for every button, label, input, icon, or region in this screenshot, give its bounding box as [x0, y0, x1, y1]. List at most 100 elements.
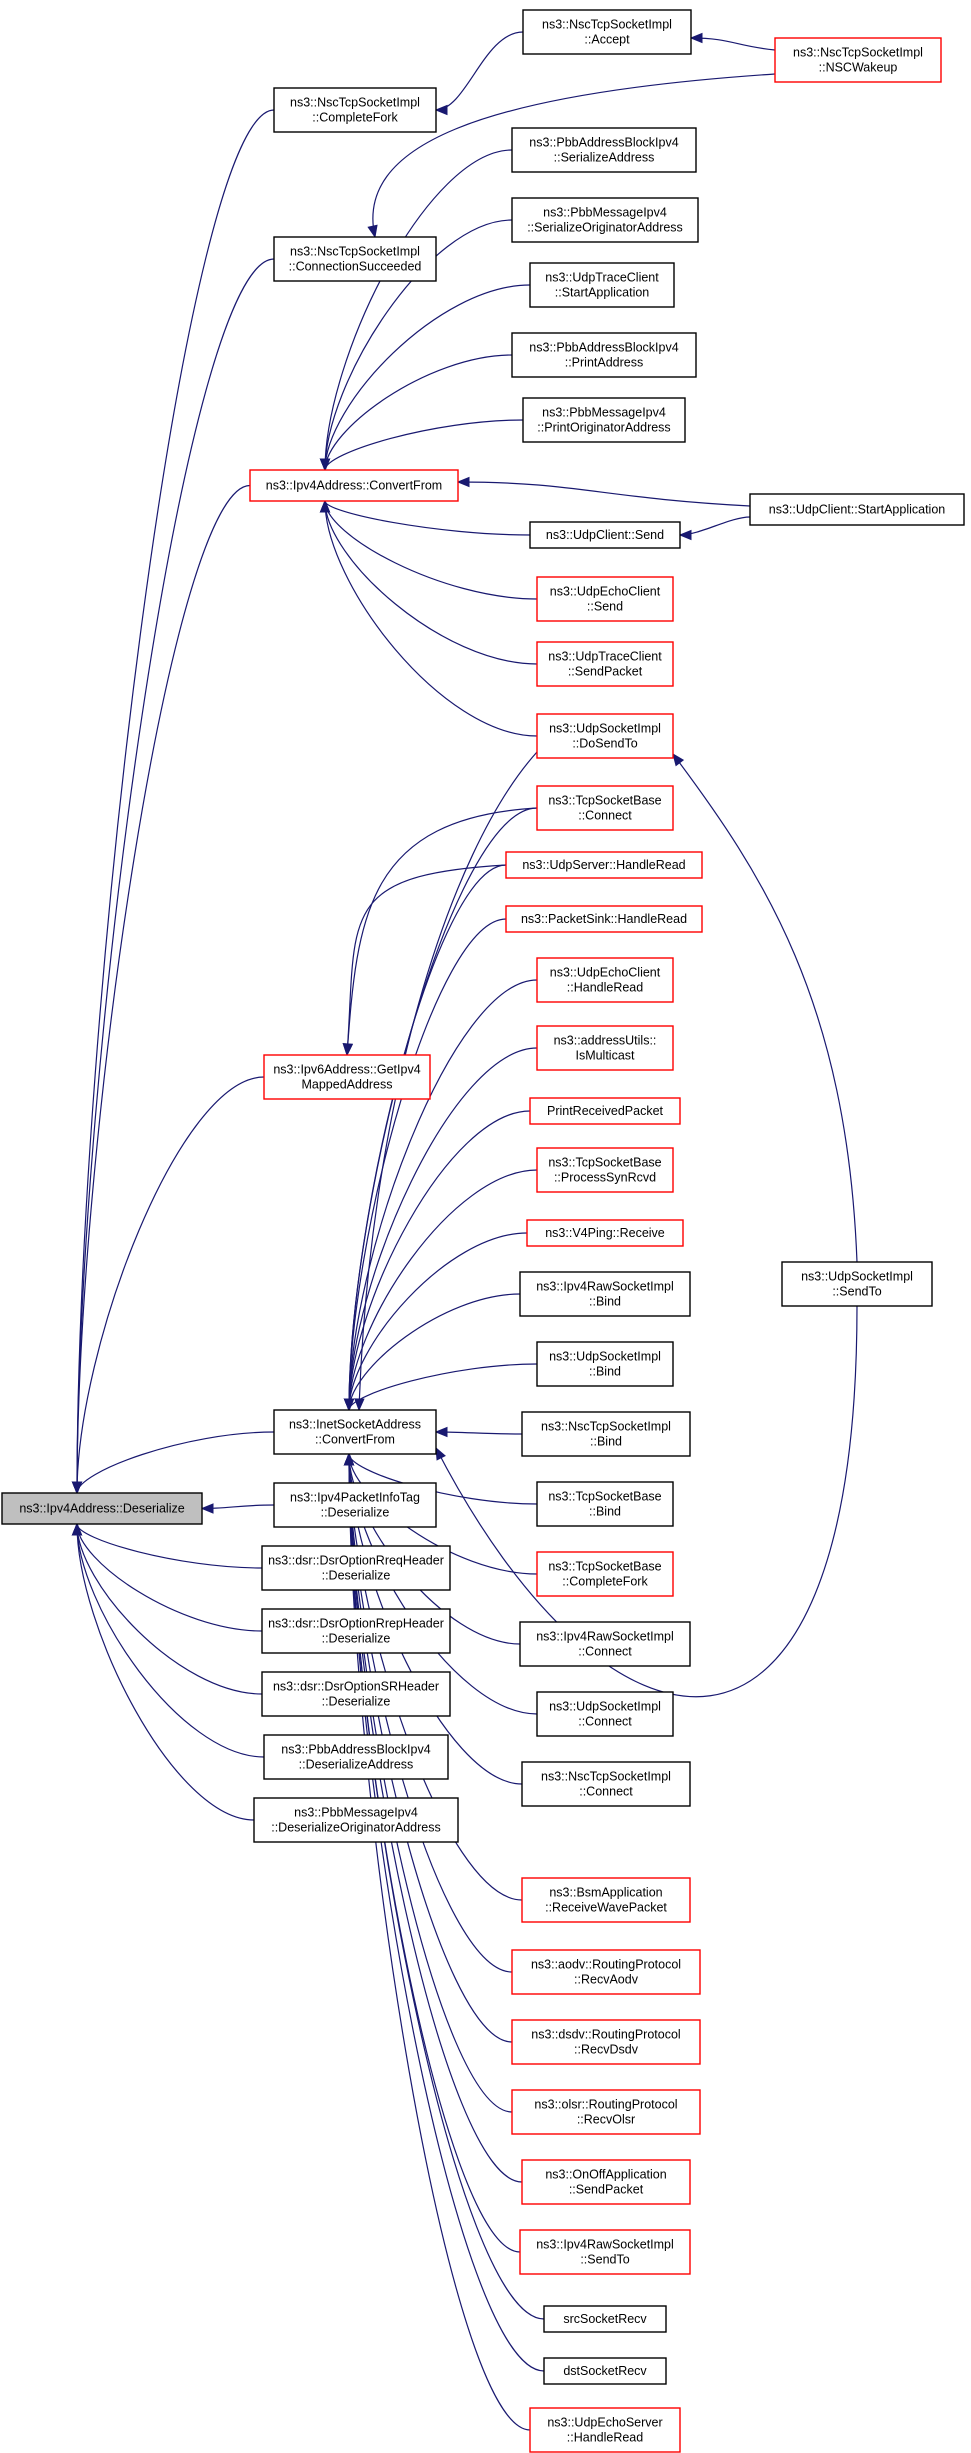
edge-usi-sendto-to-usi-dst: [672, 753, 858, 1263]
node-dst-recv[interactable]: dstSocketRecv: [543, 2357, 667, 2385]
node-uc-send[interactable]: ns3::UdpClient::Send: [529, 521, 681, 549]
node-label: ns3::PbbAddressBlockIpv4: [529, 341, 678, 355]
edge-dsr-rreq-to-root: [76, 1523, 263, 1569]
node-label: ::StartApplication: [555, 286, 650, 300]
node-label: ::Deserialize: [322, 1569, 391, 1583]
node-nsc-bind[interactable]: ns3::NscTcpSocketImpl::Bind: [521, 1411, 691, 1457]
node-irsi-bind[interactable]: ns3::Ipv4RawSocketImpl::Bind: [519, 1271, 691, 1317]
node-uc-start[interactable]: ns3::UdpClient::StartApplication: [749, 493, 965, 526]
node-box: [521, 2159, 691, 2205]
node-tsb-connect[interactable]: ns3::TcpSocketBase::Connect: [536, 785, 674, 831]
node-nsc-cs[interactable]: ns3::NscTcpSocketImpl::ConnectionSucceed…: [273, 236, 437, 282]
node-nsc-cfork[interactable]: ns3::NscTcpSocketImpl::CompleteFork: [273, 87, 437, 133]
node-label: ns3::UdpSocketImpl: [549, 1700, 661, 1714]
node-usi-bind[interactable]: ns3::UdpSocketImpl::Bind: [536, 1341, 674, 1387]
node-label: ns3::V4Ping::Receive: [545, 1226, 665, 1240]
node-dsr-rreq[interactable]: ns3::dsr::DsrOptionRreqHeader::Deseriali…: [261, 1545, 451, 1591]
node-label: ::ProcessSynRcvd: [554, 1171, 656, 1185]
node-label: ns3::UdpClient::StartApplication: [769, 503, 946, 517]
node-root[interactable]: ns3::Ipv4Address::Deserialize: [1, 1492, 203, 1525]
node-box: [1, 1492, 203, 1525]
node-au-im[interactable]: ns3::addressUtils::IsMulticast: [536, 1025, 674, 1071]
node-inet-cf[interactable]: ns3::InetSocketAddress::ConvertFrom: [273, 1409, 437, 1455]
node-dsr-rrep[interactable]: ns3::dsr::DsrOptionRrepHeader::Deseriali…: [261, 1608, 451, 1654]
node-label: ::Bind: [589, 1505, 621, 1519]
node-uec-send[interactable]: ns3::UdpEchoClient::Send: [536, 576, 674, 622]
node-box: [511, 1949, 701, 1995]
node-label: ns3::PacketSink::HandleRead: [521, 912, 687, 926]
node-usi-connect[interactable]: ns3::UdpSocketImpl::Connect: [536, 1691, 674, 1737]
node-label: ns3::Ipv4Address::Deserialize: [19, 1502, 184, 1516]
node-box: [536, 576, 674, 622]
node-label: ns3::dsdv::RoutingProtocol: [531, 2028, 680, 2042]
node-olsr-recv[interactable]: ns3::olsr::RoutingProtocol::RecvOlsr: [511, 2089, 701, 2135]
node-usi-sendto[interactable]: ns3::UdpSocketImpl::SendTo: [781, 1261, 933, 1307]
node-label: ::Connect: [578, 809, 632, 823]
node-usi-dst[interactable]: ns3::UdpSocketImpl::DoSendTo: [536, 713, 674, 759]
node-label: ::SerializeAddress: [554, 151, 655, 165]
node-ipv4-cf[interactable]: ns3::Ipv4Address::ConvertFrom: [249, 469, 459, 502]
node-label: ns3::TcpSocketBase: [548, 1560, 661, 1574]
edge-dst-recv-to-inet-cf: [348, 1453, 545, 2372]
edge-utc-sp-to-ipv4-cf: [324, 500, 538, 665]
node-box: [263, 1054, 431, 1100]
node-aodv-recv[interactable]: ns3::aodv::RoutingProtocol::RecvAodv: [511, 1949, 701, 1995]
node-bsm-rwp[interactable]: ns3::BsmApplication::ReceiveWavePacket: [521, 1877, 691, 1923]
node-nsc-wake[interactable]: ns3::NscTcpSocketImpl::NSCWakeup: [774, 37, 942, 83]
node-label: ns3::TcpSocketBase: [548, 1156, 661, 1170]
edge-nsc-bind-to-inet-cf-arrow: [434, 1426, 448, 1438]
node-irsi-sendto[interactable]: ns3::Ipv4RawSocketImpl::SendTo: [519, 2229, 691, 2275]
node-tsb-psr[interactable]: ns3::TcpSocketBase::ProcessSynRcvd: [536, 1147, 674, 1193]
node-nsc-accept[interactable]: ns3::NscTcpSocketImpl::Accept: [522, 9, 692, 55]
node-box: [273, 236, 437, 282]
node-tsb-cfork[interactable]: ns3::TcpSocketBase::CompleteFork: [536, 1551, 674, 1597]
node-src-recv[interactable]: srcSocketRecv: [543, 2305, 667, 2333]
edge-pbb-mi-des-to-root: [76, 1523, 255, 1821]
edge-ues-hr-to-inet-cf-arrow: [343, 1452, 355, 1466]
edge-dsr-rrep-to-root: [76, 1523, 263, 1632]
node-pbb-abi-ser[interactable]: ns3::PbbAddressBlockIpv4::SerializeAddre…: [511, 127, 697, 173]
edge-nsc-accept-to-nsc-cfork-arrow: [434, 104, 448, 116]
edge-usi-sendto-to-inet-cf-arrow: [435, 1446, 446, 1461]
node-prp[interactable]: PrintReceivedPacket: [529, 1097, 681, 1125]
node-dsr-sr[interactable]: ns3::dsr::DsrOptionSRHeader::Deserialize: [261, 1671, 451, 1717]
node-uec-hr[interactable]: ns3::UdpEchoClient::HandleRead: [536, 957, 674, 1003]
node-pbb-mi-print[interactable]: ns3::PbbMessageIpv4::PrintOriginatorAddr…: [522, 397, 686, 443]
edge-inet-cf-to-root: [76, 1431, 275, 1494]
node-pbb-mi-des[interactable]: ns3::PbbMessageIpv4::DeserializeOriginat…: [253, 1797, 459, 1843]
node-box: [261, 1545, 451, 1591]
node-onoff-sp[interactable]: ns3::OnOffApplication::SendPacket: [521, 2159, 691, 2205]
edge-uec-hr-to-inet-cf: [348, 979, 538, 1411]
node-irsi-connect[interactable]: ns3::Ipv4RawSocketImpl::Connect: [519, 1621, 691, 1667]
edge-nsc-wake-to-nsc-cs: [372, 73, 776, 238]
node-label: ns3::InetSocketAddress: [289, 1418, 421, 1432]
node-label: ns3::TcpSocketBase: [548, 794, 661, 808]
node-label: ::Deserialize: [321, 1506, 390, 1520]
node-nsc-connect[interactable]: ns3::NscTcpSocketImpl::Connect: [521, 1761, 691, 1807]
node-ues-hr[interactable]: ns3::UdpEchoServer::HandleRead: [529, 2407, 681, 2453]
node-label: dstSocketRecv: [563, 2364, 647, 2378]
node-label: ns3::UdpTraceClient: [548, 650, 662, 664]
node-us-hr[interactable]: ns3::UdpServer::HandleRead: [505, 851, 703, 879]
node-label: ::Bind: [589, 1365, 621, 1379]
node-label: ns3::PbbMessageIpv4: [543, 206, 667, 220]
node-pbb-abi-des[interactable]: ns3::PbbAddressBlockIpv4::DeserializeAdd…: [263, 1734, 449, 1780]
node-ipv4pit-des[interactable]: ns3::Ipv4PacketInfoTag::Deserialize: [273, 1482, 437, 1528]
edge-usi-sendto-to-usi-dst-arrow: [672, 752, 685, 767]
node-box: [249, 469, 459, 502]
node-utc-sp[interactable]: ns3::UdpTraceClient::SendPacket: [536, 641, 674, 687]
node-v4p-recv[interactable]: ns3::V4Ping::Receive: [526, 1219, 684, 1247]
node-tsb-bind[interactable]: ns3::TcpSocketBase::Bind: [536, 1481, 674, 1527]
node-label: ns3::NscTcpSocketImpl: [290, 96, 420, 110]
node-dsdv-recv[interactable]: ns3::dsdv::RoutingProtocol::RecvDsdv: [511, 2019, 701, 2065]
node-box: [536, 1691, 674, 1737]
node-ps-hr[interactable]: ns3::PacketSink::HandleRead: [505, 905, 703, 933]
node-pbb-mi-ser[interactable]: ns3::PbbMessageIpv4::SerializeOriginator…: [511, 197, 699, 243]
edge-ps-hr-to-inet-cf: [348, 918, 507, 1411]
node-pbb-abi-print[interactable]: ns3::PbbAddressBlockIpv4::PrintAddress: [511, 332, 697, 378]
edge-dsr-sr-to-root: [76, 1523, 263, 1695]
node-utc-start[interactable]: ns3::UdpTraceClient::StartApplication: [529, 262, 675, 308]
edge-pbb-mi-print-to-ipv4-cf: [324, 419, 524, 471]
node-label: ::Connect: [578, 1715, 632, 1729]
